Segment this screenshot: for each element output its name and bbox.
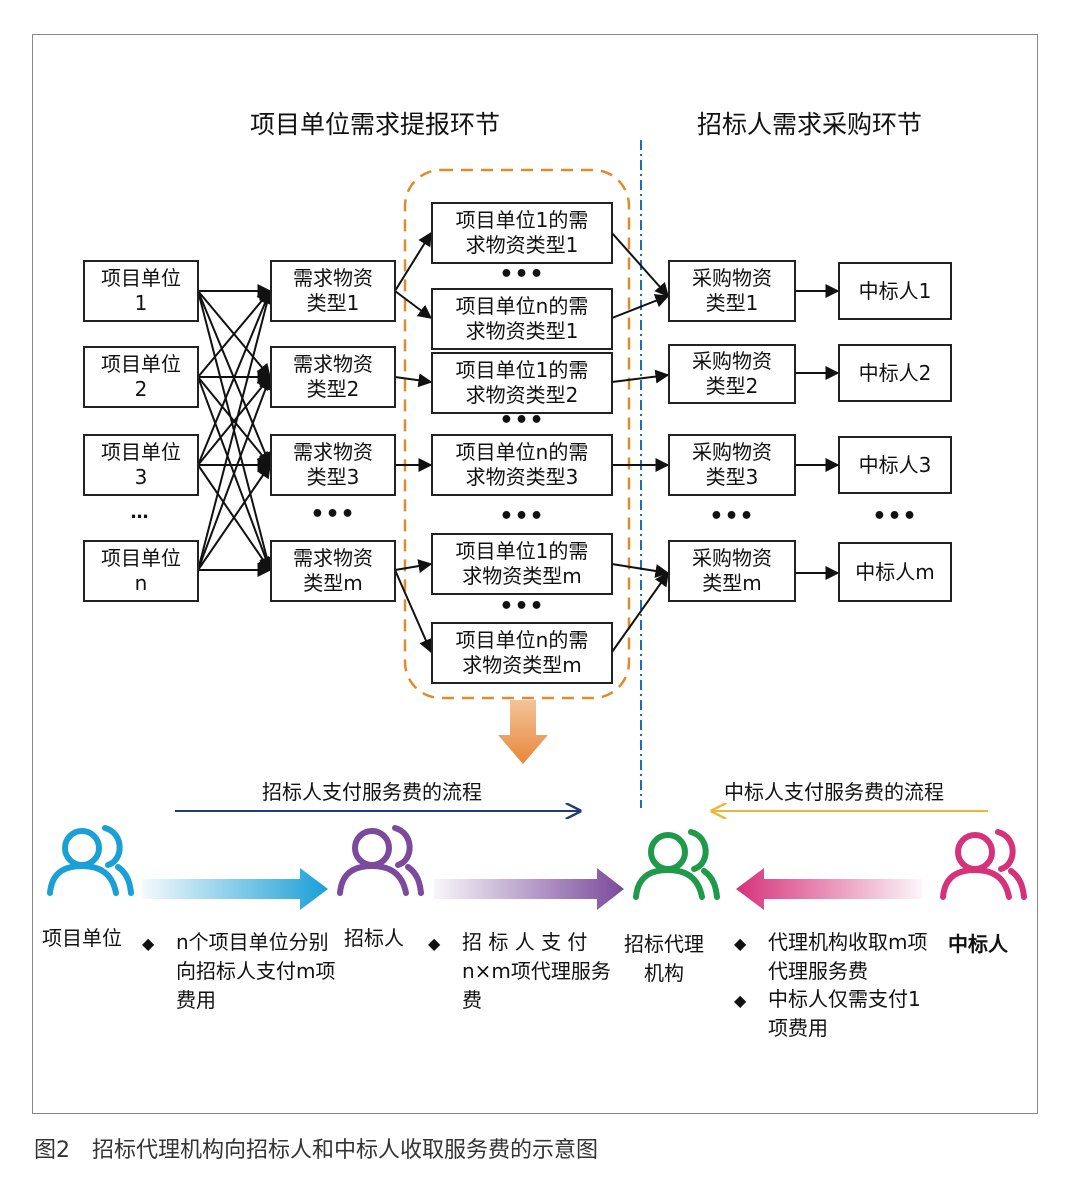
unit-type-box: 项目单位1的需 求物资类型1	[431, 202, 613, 264]
type-to-unittype-arrows	[394, 231, 433, 654]
ellipsis: •••	[709, 504, 755, 529]
demand-type-box: 需求物资 类型3	[270, 434, 396, 496]
project-unit-box: 项目单位 2	[83, 346, 199, 408]
desc-tenderer-pay: 招 标 人 支 付 n×m项代理服务费	[462, 930, 611, 1012]
winner-box: 中标人3	[838, 436, 952, 494]
demand-type-box: 需求物资 类型2	[270, 346, 396, 408]
actor-tenderer: 招标人	[344, 926, 404, 950]
ellipsis: •••	[310, 502, 356, 527]
desc-winner-pay: 中标人仅需支付1项费用	[768, 987, 921, 1040]
stage-title-demand: 项目单位需求提报环节	[250, 110, 501, 139]
actor-project-unit: 项目单位	[42, 926, 122, 950]
project-unit-box: 项目单位 n	[83, 540, 199, 602]
winner-box: 中标人1	[838, 262, 952, 320]
diamond-bullet-icon: ◆	[142, 934, 155, 953]
demand-type-box: 需求物资 类型1	[270, 260, 396, 322]
person-group-icon	[633, 829, 720, 900]
ellipsis: …	[130, 502, 150, 523]
diamond-bullet-icon: ◆	[734, 991, 747, 1010]
winner-flow-label: 中标人支付服务费的流程	[724, 780, 944, 804]
unit-type-box: 项目单位n的需 求物资类型3	[431, 434, 613, 496]
winner-box: 中标人2	[838, 344, 952, 402]
arrow-right-icon	[142, 868, 328, 910]
ellipsis: •••	[499, 504, 545, 529]
person-group-icon	[940, 829, 1027, 900]
stage-title-procurement: 招标人需求采购环节	[697, 110, 923, 139]
demand-type-box: 需求物资 类型m	[270, 540, 396, 602]
ellipsis: •••	[872, 504, 918, 529]
desc-unit-pay: n个项目单位分别向招标人支付m项费用	[176, 930, 336, 1012]
diamond-bullet-icon: ◆	[428, 934, 441, 953]
ellipsis: •••	[499, 408, 545, 433]
arrow-left-icon	[736, 868, 922, 910]
unittype-to-purchase-arrows	[611, 232, 670, 653]
winner-box: 中标人m	[838, 542, 952, 602]
diamond-bullet-icon: ◆	[734, 934, 747, 953]
unit-to-type-arrows	[197, 284, 274, 577]
project-unit-box: 项目单位 3	[83, 434, 199, 496]
purchase-type-box: 采购物资 类型3	[668, 434, 796, 496]
arrow-down-icon	[498, 700, 548, 764]
arrow-right-icon	[434, 868, 624, 910]
purchase-type-box: 采购物资 类型2	[668, 344, 796, 404]
tenderer-flow-label: 招标人支付服务费的流程	[262, 780, 482, 804]
actor-winner: 中标人	[948, 932, 1008, 956]
ellipsis: •••	[499, 262, 545, 287]
unit-type-box: 项目单位n的需 求物资类型1	[431, 288, 613, 350]
figure-frame	[32, 34, 1038, 1114]
ellipsis: •••	[499, 594, 545, 619]
purchase-to-winner-arrows	[795, 284, 840, 580]
person-group-icon	[337, 825, 424, 896]
purchase-type-box: 采购物资 类型m	[668, 540, 796, 602]
person-group-icon	[47, 825, 134, 896]
purchase-type-box: 采购物资 类型1	[668, 260, 796, 322]
desc-agency-collect: 代理机构收取m项代理服务费	[768, 930, 928, 983]
unit-type-box: 项目单位n的需 求物资类型m	[431, 622, 613, 684]
unit-type-box: 项目单位1的需 求物资类型2	[431, 352, 613, 414]
unit-type-box: 项目单位1的需 求物资类型m	[431, 533, 613, 595]
actor-agency: 招标代理 机构	[624, 932, 704, 985]
project-unit-box: 项目单位 1	[83, 260, 199, 322]
figure-caption: 图2 招标代理机构向招标人和中标人收取服务费的示意图	[34, 1138, 598, 1163]
